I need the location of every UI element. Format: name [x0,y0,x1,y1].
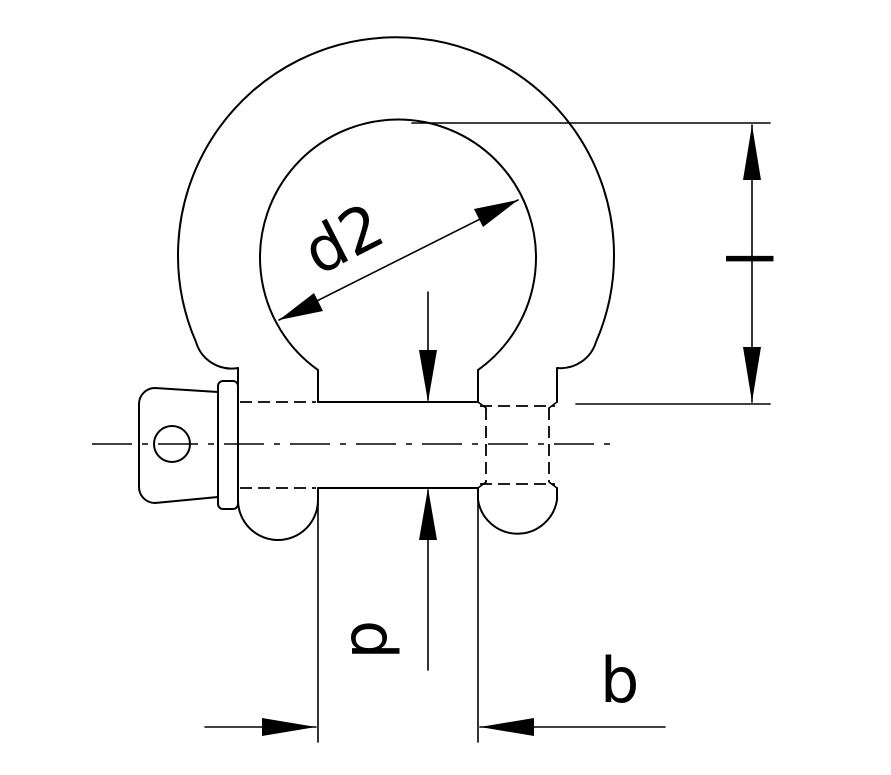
thread-chamfer-tl [477,401,487,409]
d2-label: d2 [292,189,395,290]
d2-dimension-line [278,199,519,321]
shackle-right-eye [477,487,558,535]
d-arrow-bottom [419,488,437,540]
d2-arrow-upper [474,200,518,227]
pin-head [138,387,219,504]
d2-arrow-lower [279,293,323,320]
b-arrow-right [480,718,534,736]
l-arrow-top [743,125,761,180]
shackle-outer-bow [177,36,615,383]
pin-collar [217,380,239,510]
l-label: l [711,250,784,267]
b-arrow-left [262,718,316,736]
d-label: d [337,620,410,659]
shackle-left-eye [237,487,319,541]
b-label: b [600,644,639,717]
d-arrow-top [419,350,437,402]
thread-chamfer-bl [477,481,487,489]
shackle-inner-opening [259,118,537,403]
thread-chamfer-tr [548,401,558,409]
thread-chamfer-br [548,481,558,489]
l-arrow-bottom [743,347,761,402]
